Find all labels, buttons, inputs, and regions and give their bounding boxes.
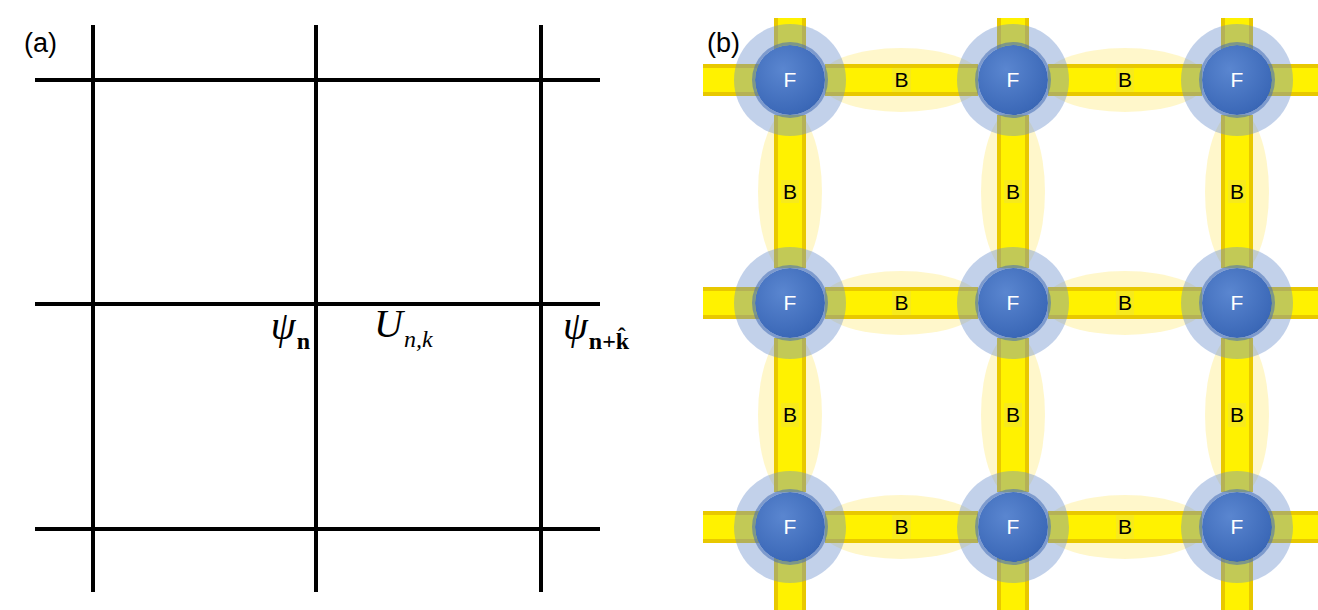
boson-label: B	[1228, 180, 1246, 203]
panel-label: (a)	[24, 30, 57, 57]
fermion-label: F	[1231, 68, 1244, 92]
field-symbol: ψ	[563, 303, 588, 348]
fermion-circle: F	[755, 45, 825, 115]
boson-label: B	[1228, 403, 1246, 426]
fermion-circle: F	[1202, 268, 1272, 338]
panel-label: (b)	[707, 30, 740, 57]
fermion-label: F	[784, 291, 797, 315]
field-index: n+k̂	[589, 328, 629, 354]
boson-label: B	[1004, 180, 1022, 203]
link-symbol: U	[374, 301, 403, 346]
fermion-label: F	[784, 68, 797, 92]
boson-label: B	[1116, 68, 1134, 91]
panel-label: (b)	[707, 28, 740, 58]
fermion-circle: F	[755, 268, 825, 338]
boson-label: B	[892, 515, 910, 538]
fermion-circle: F	[978, 492, 1048, 562]
fermion-circle: F	[755, 492, 825, 562]
fermion-circle: F	[1202, 45, 1272, 115]
link-index: n,k	[404, 326, 433, 352]
field-label: ψn+k̂	[563, 306, 629, 353]
boson-label: B	[781, 180, 799, 203]
fermion-label: F	[1007, 291, 1020, 315]
boson-label: B	[1004, 403, 1022, 426]
panel-label: (a)	[24, 28, 57, 58]
fermion-label: F	[1231, 291, 1244, 315]
fermion-label: F	[1007, 68, 1020, 92]
link-label: Un,k	[374, 304, 433, 351]
fermion-circle: F	[978, 268, 1048, 338]
boson-label: B	[892, 291, 910, 314]
fermion-circle: F	[1202, 492, 1272, 562]
fermion-label: F	[1231, 515, 1244, 539]
field-symbol: ψ	[271, 303, 296, 348]
boson-label: B	[892, 68, 910, 91]
boson-label: B	[781, 403, 799, 426]
fermion-label: F	[1007, 515, 1020, 539]
field-label: ψn	[271, 306, 310, 353]
boson-label: B	[1116, 515, 1134, 538]
fermion-circle: F	[978, 45, 1048, 115]
field-index: n	[297, 328, 310, 354]
boson-label: B	[1116, 291, 1134, 314]
fermion-label: F	[784, 515, 797, 539]
